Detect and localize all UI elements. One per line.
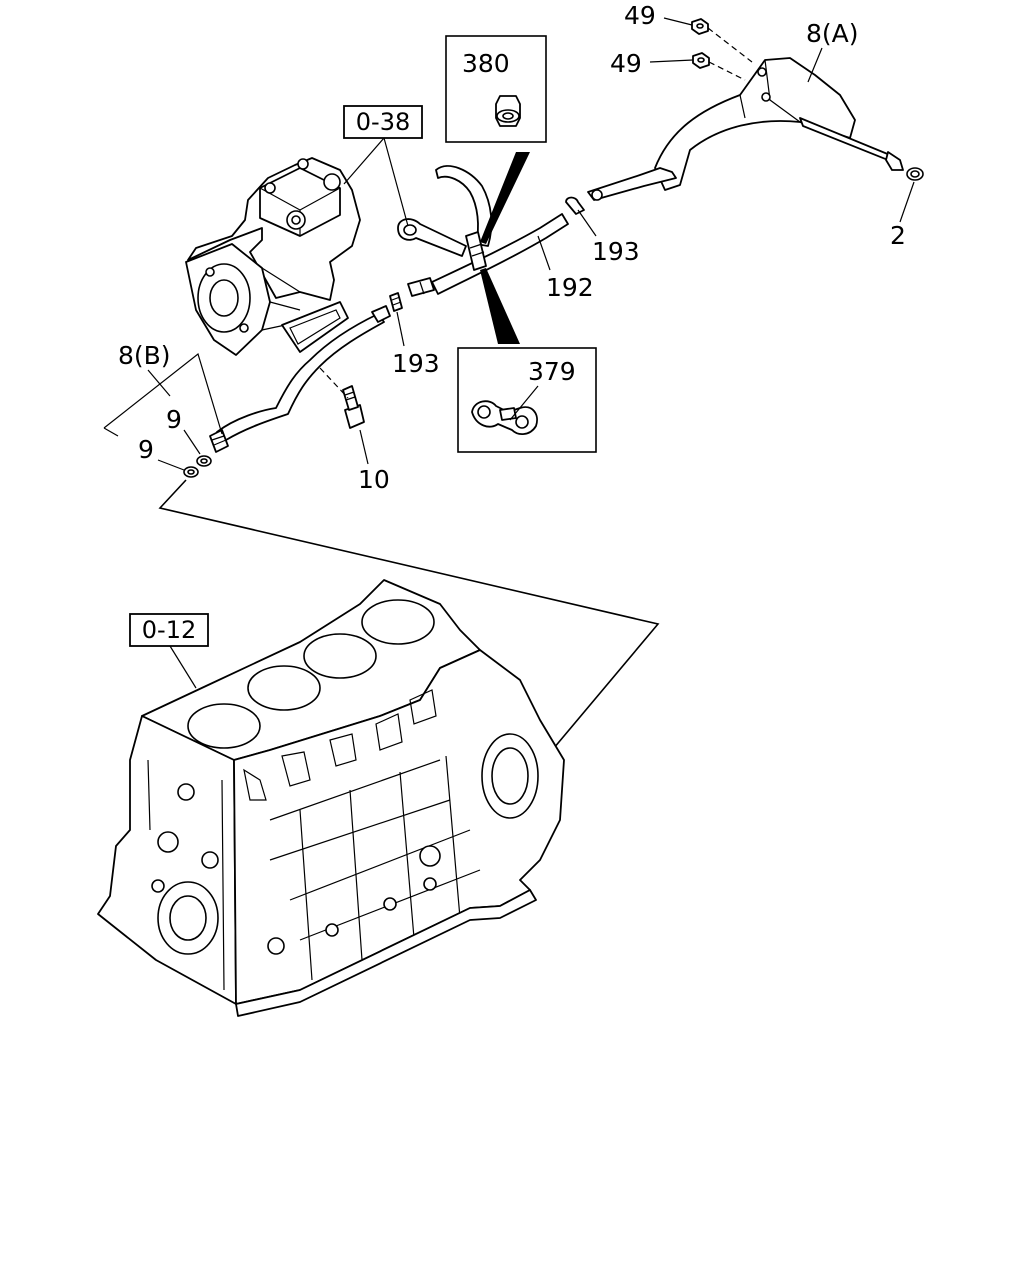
callout-49-lower[interactable]: 49 [610,49,642,78]
callout-9-upper[interactable]: 9 [166,405,182,434]
callout-9-lower[interactable]: 9 [138,435,154,464]
pipe-8b[interactable] [209,305,391,453]
detail-box-380 [445,35,547,143]
bushing-380[interactable] [495,95,521,127]
clamp-379[interactable] [471,400,538,435]
bolt-10[interactable] [342,385,365,429]
detail-box-379 [457,347,597,453]
ref-label-0-12: 0-12 [142,616,196,644]
callout-8a[interactable]: 8(A) [806,19,859,48]
callout-10[interactable]: 10 [358,465,390,494]
detail-pointer-379 [480,268,520,344]
callout-193-right[interactable]: 193 [592,237,640,266]
callout-380[interactable]: 380 [462,49,510,78]
callout-192[interactable]: 192 [546,273,594,302]
callout-379[interactable]: 379 [528,357,576,386]
ref-box-0-12[interactable]: 0-12 [129,613,209,647]
ref-label-0-38: 0-38 [356,108,410,136]
callout-49-upper[interactable]: 49 [624,1,656,30]
hose-clamp-small[interactable] [465,231,487,271]
detail-pointer-380 [480,152,530,244]
washer-9-upper[interactable] [196,455,212,467]
ref-box-0-38[interactable]: 0-38 [343,105,423,139]
clip-193-right[interactable] [565,196,585,215]
banjo-fitting[interactable] [397,165,493,257]
pipe-8a-assembly[interactable] [587,57,904,201]
washer-9-lower[interactable] [183,466,199,478]
air-compressor[interactable] [185,157,361,356]
clip-193-left[interactable] [389,292,403,312]
nut-49-upper[interactable] [691,18,709,35]
callout-193-left[interactable]: 193 [392,349,440,378]
washer-2[interactable] [906,167,924,181]
callout-8b[interactable]: 8(B) [118,341,171,370]
cylinder-block[interactable] [97,579,565,1017]
callout-2[interactable]: 2 [890,221,906,250]
nut-49-lower[interactable] [692,52,710,69]
